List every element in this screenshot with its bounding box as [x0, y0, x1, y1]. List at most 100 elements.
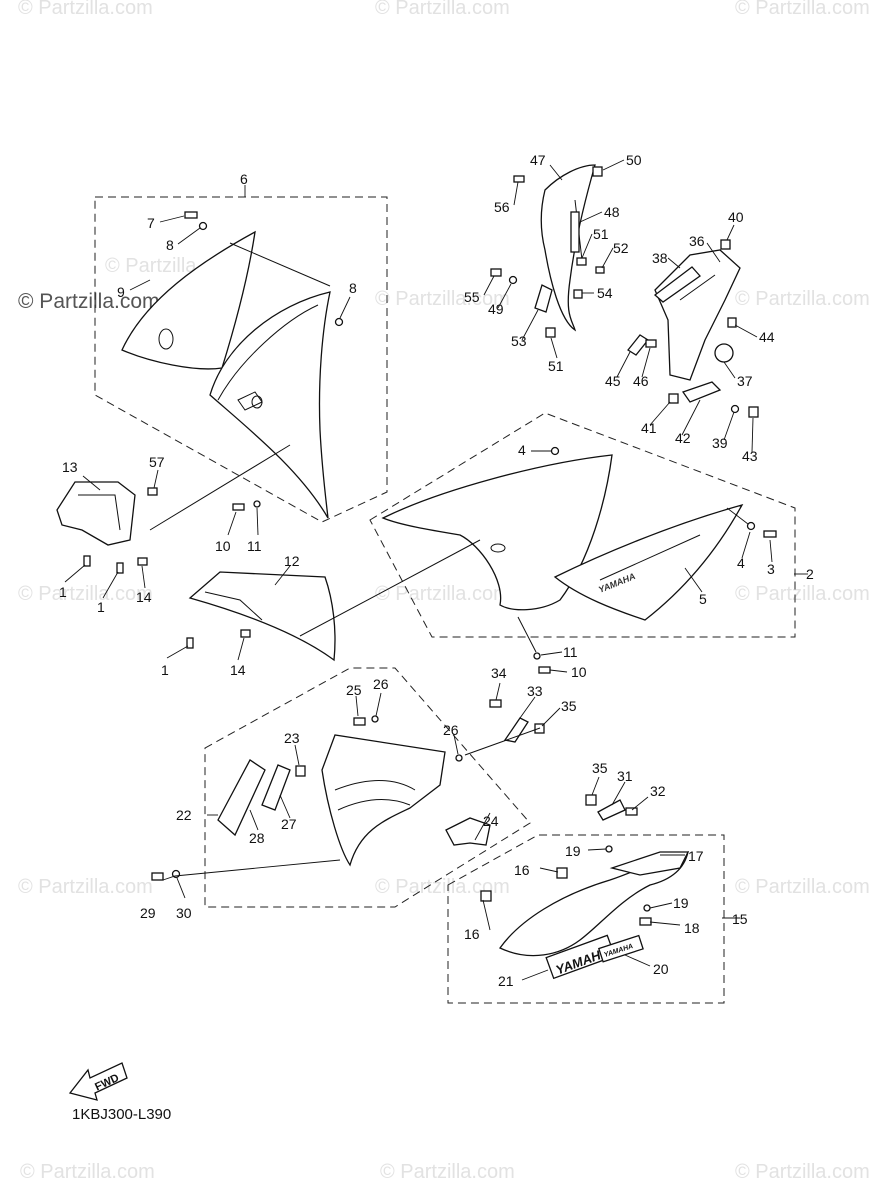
- callout-54: 54: [597, 285, 613, 301]
- callout-30: 30: [176, 905, 192, 921]
- guide-24-part: [445, 817, 491, 846]
- callout-34: 34: [491, 665, 507, 681]
- watermark-tile: © Partzilla.com: [380, 1161, 515, 1183]
- callout-36: 36: [689, 233, 705, 249]
- nut-50-icon: [592, 166, 603, 177]
- inner-panel-assembly: [56, 481, 336, 662]
- callout-57: 57: [149, 454, 165, 470]
- side-panel-group-box: [369, 412, 796, 638]
- callout-26: 26: [443, 722, 459, 738]
- callout-43: 43: [742, 448, 758, 464]
- callout-35: 35: [561, 698, 577, 714]
- callout-21: 21: [498, 973, 514, 989]
- windscreen-hole: [158, 328, 174, 350]
- callout-11: 11: [247, 538, 262, 554]
- callout-17: 17: [688, 848, 704, 864]
- watermark-tile: © Partzilla.com: [735, 288, 869, 310]
- lower-cowl-group-box: [447, 834, 725, 1004]
- callout-1: 1: [161, 662, 169, 678]
- side-panel-part: [381, 454, 613, 611]
- callout-41: 41: [641, 420, 657, 436]
- callout-53: 53: [511, 333, 527, 349]
- callout-24: 24: [483, 813, 499, 829]
- bolt-icon: [151, 872, 164, 881]
- lower-emblem-small-badge: [597, 934, 644, 963]
- callout-19: 19: [565, 843, 581, 859]
- watermark-tile: © Partzilla.com: [375, 583, 510, 605]
- callout-13: 13: [62, 459, 78, 475]
- callout-18: 18: [684, 920, 700, 936]
- lower-side-panel-part: [553, 503, 744, 621]
- nut-23-icon: [295, 765, 306, 777]
- stay-bracket-part: [56, 481, 136, 546]
- washer-icon: [334, 317, 344, 327]
- bolt-icon: [240, 629, 251, 638]
- screw-icon: [116, 562, 124, 574]
- watermark-tile: © Partzilla.com: [735, 583, 869, 605]
- fwd-arrow-icon: [68, 1062, 128, 1101]
- cushion-48-icon: [570, 211, 580, 253]
- bolt-icon: [513, 175, 525, 183]
- lower-cowl-tail-part: [609, 851, 690, 876]
- side-panel-assembly: YAMAHA: [381, 454, 744, 621]
- watermark-tile: © Partzilla.com: [18, 876, 153, 898]
- leader-lines: [64, 159, 808, 981]
- callout-16: 16: [514, 862, 530, 878]
- watermark-tile: © Partzilla.com: [18, 0, 153, 19]
- bracket-53-icon: [534, 284, 553, 313]
- callout-26: 26: [373, 676, 389, 692]
- callout-2: 2: [806, 566, 814, 582]
- callout-46: 46: [633, 373, 649, 389]
- watermark-tile: © Partzilla.com: [20, 1161, 155, 1183]
- bolt-icon: [645, 339, 657, 348]
- washer-icon: [533, 652, 541, 660]
- callout-12: 12: [284, 553, 300, 569]
- inner-cover-assembly: [217, 734, 491, 867]
- watermark-tile: © Partzilla.com: [735, 1161, 869, 1183]
- callout-40: 40: [728, 209, 744, 225]
- callout-8: 8: [349, 280, 357, 296]
- damper-51-icon: [545, 327, 556, 338]
- callout-23: 23: [284, 730, 300, 746]
- bolt-icon: [489, 699, 502, 708]
- callout-14: 14: [230, 662, 246, 678]
- callout-4: 4: [518, 442, 526, 458]
- washer-icon: [605, 845, 613, 853]
- group-outlines: [94, 196, 796, 1004]
- upper-cowl-assembly: [121, 230, 331, 519]
- callout-labels: 6 7 8 9 8 13 57 10 11 12 1 1 14 1 14 4 4…: [59, 152, 814, 989]
- callout-19: 19: [673, 895, 689, 911]
- bolt-icon: [353, 717, 366, 726]
- nut-16-icon: [556, 867, 568, 879]
- grommet-37-icon: [714, 343, 734, 363]
- upper-cowl-inner-edge: [217, 304, 319, 401]
- stay-plate-part: [653, 266, 701, 303]
- callout-47: 47: [530, 152, 546, 168]
- callout-27: 27: [281, 816, 297, 832]
- callout-50: 50: [626, 152, 642, 168]
- lower-cowl-part: [499, 851, 689, 957]
- screw-44-icon: [727, 317, 737, 328]
- seal-28-part: [217, 759, 266, 837]
- watermark-tile: © Partzilla.com: [735, 876, 869, 898]
- washer-icon: [746, 521, 756, 531]
- damper-54-icon: [573, 289, 583, 299]
- callout-16: 16: [464, 926, 480, 942]
- inner-panel-flange: [204, 591, 263, 621]
- forward-direction-arrow: FWD: [68, 1062, 128, 1101]
- bolt-icon: [490, 268, 502, 277]
- bolt-icon: [639, 917, 652, 926]
- clip-41-icon: [668, 393, 679, 404]
- callout-45: 45: [605, 373, 621, 389]
- bolt-icon: [137, 557, 148, 566]
- bolt-icon: [147, 487, 158, 496]
- callout-42: 42: [675, 430, 691, 446]
- inner-panel-part: [188, 571, 336, 662]
- callout-51: 51: [593, 226, 609, 242]
- bolt-icon: [763, 530, 777, 538]
- seal-27-part: [261, 764, 291, 811]
- washer-icon: [508, 275, 518, 285]
- callout-10: 10: [571, 664, 587, 680]
- callout-31: 31: [617, 768, 633, 784]
